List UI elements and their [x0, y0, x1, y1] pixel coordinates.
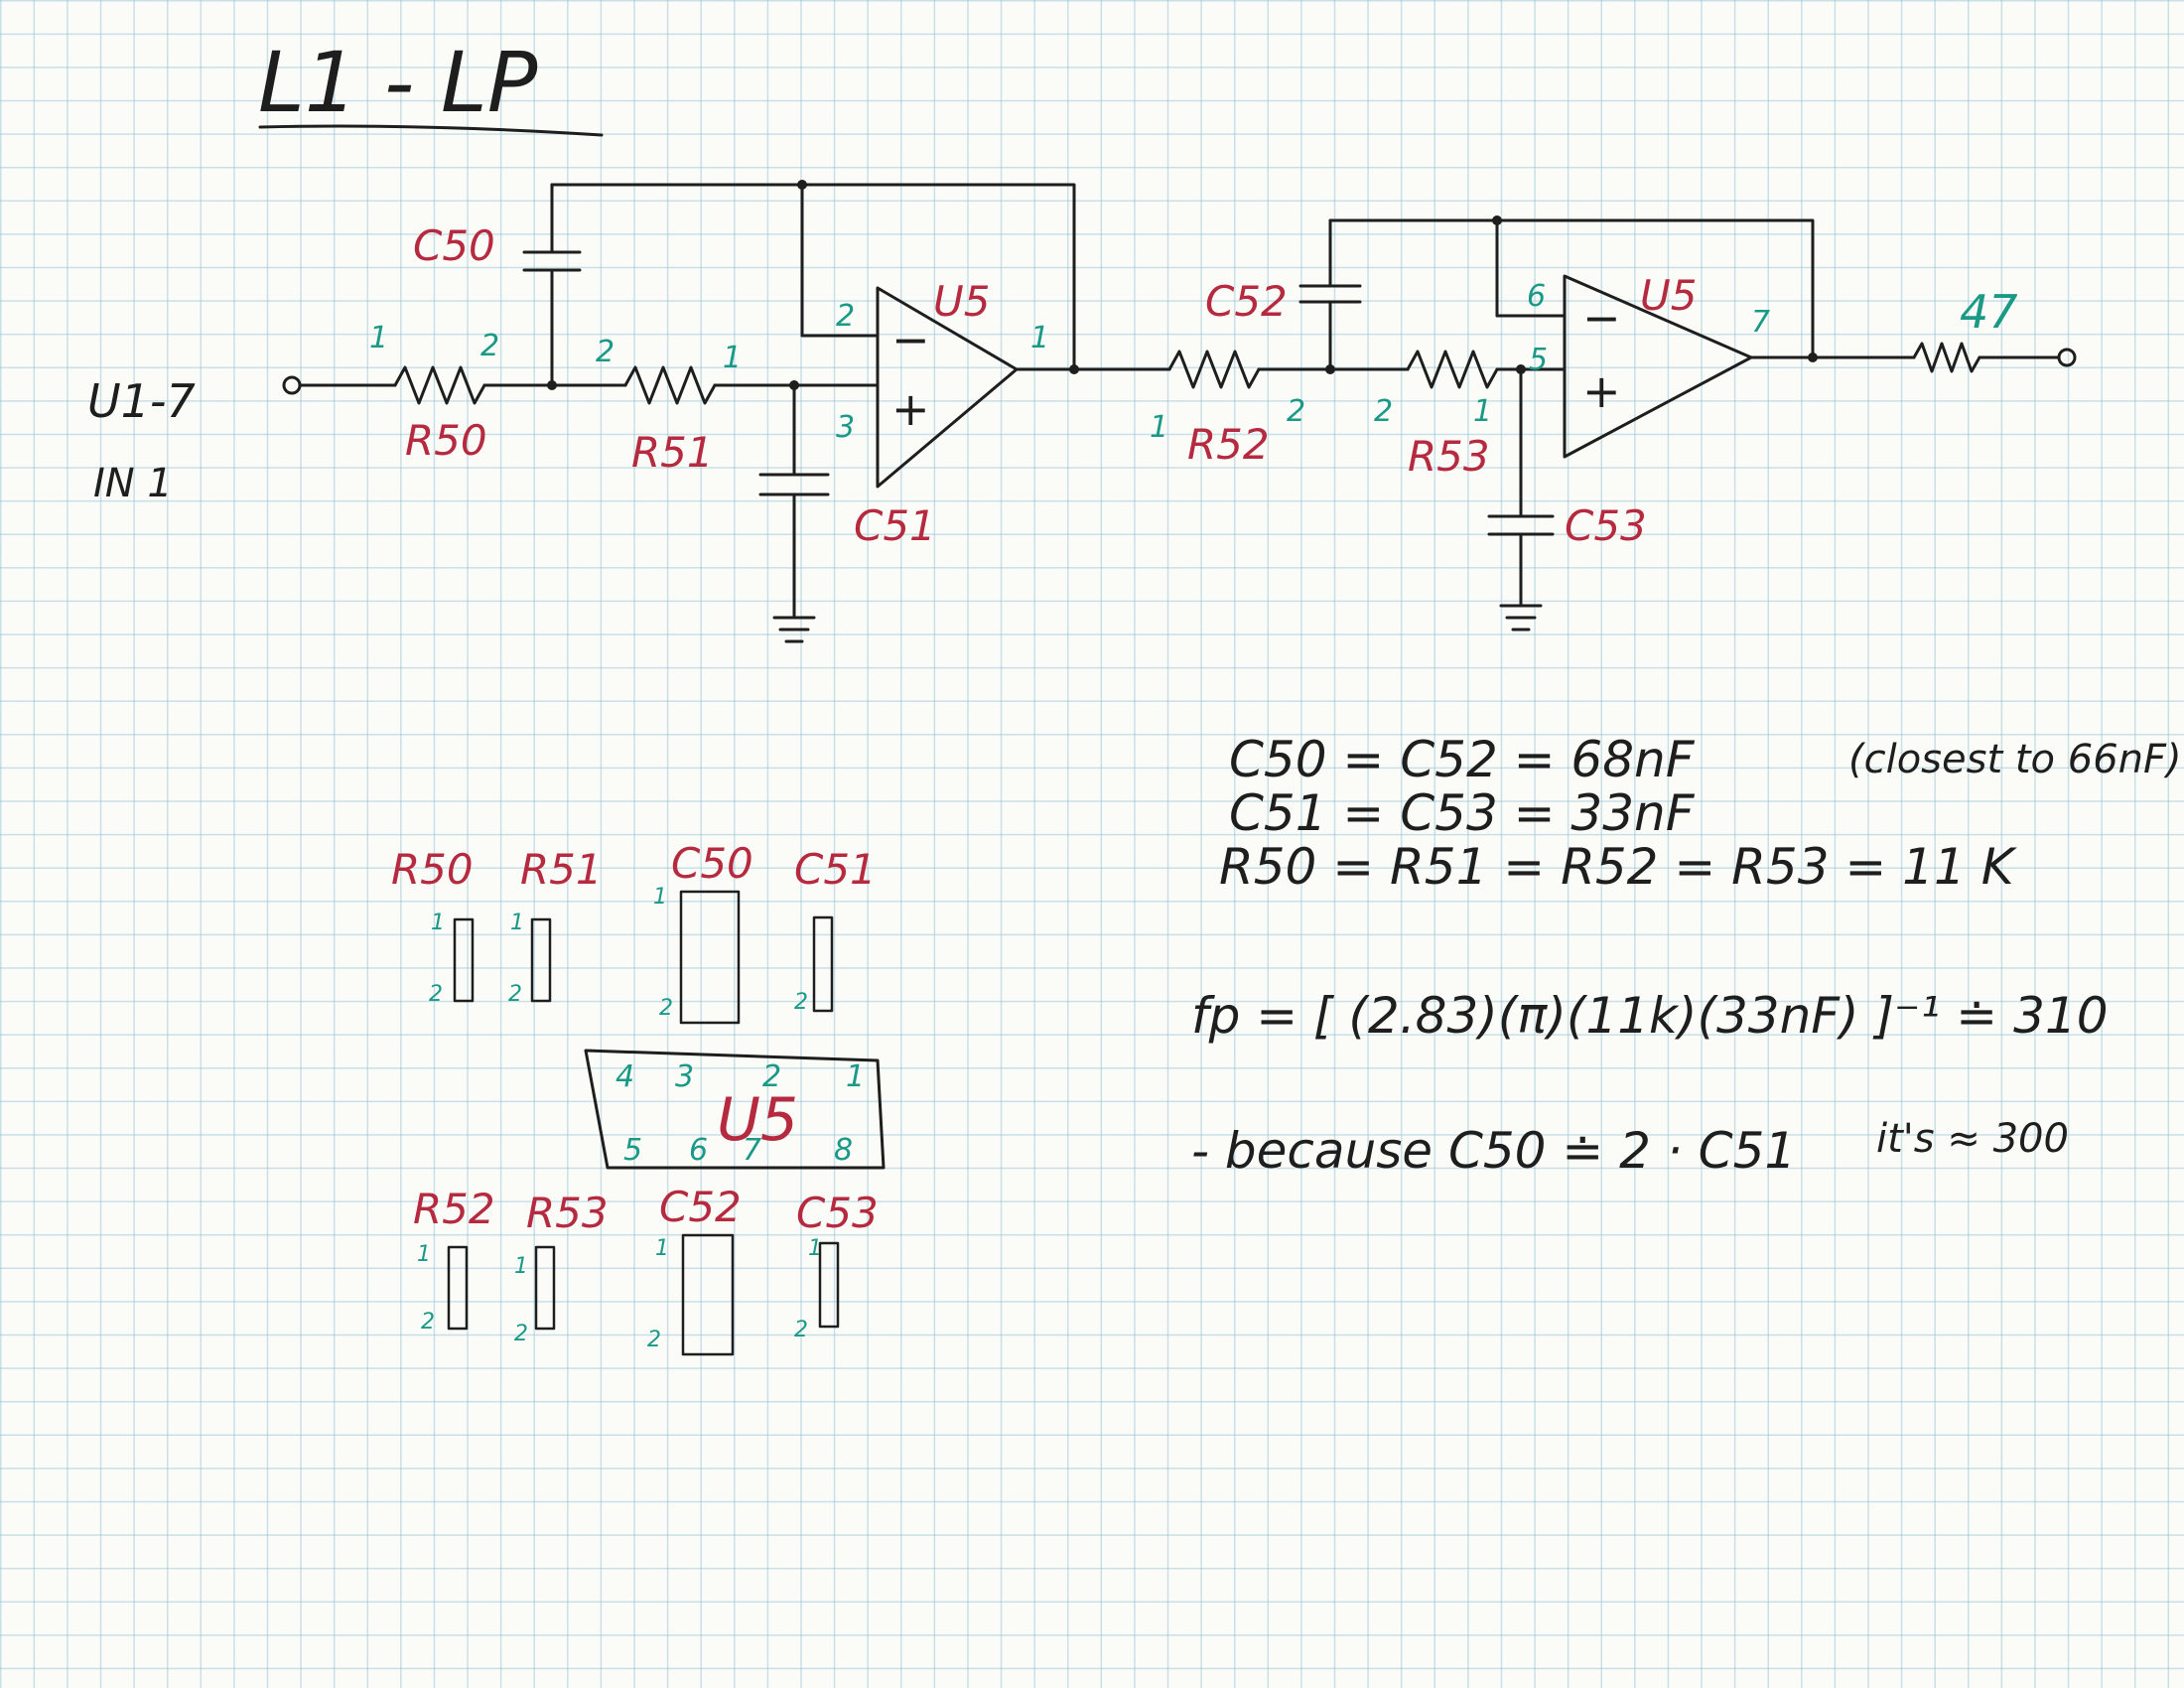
c52-label: C52 [1205, 277, 1288, 326]
ground-symbol-2 [1499, 604, 1543, 632]
fp-c53-pin2: 2 [794, 1318, 808, 1342]
c51-label: C51 [854, 501, 936, 550]
footprint-c52 [681, 1233, 735, 1356]
r52-pin-2: 2 [1287, 394, 1305, 429]
ic-pin-1: 1 [846, 1059, 865, 1094]
opamp1-minus: − [891, 313, 930, 366]
opamp2-name: U5 [1640, 271, 1697, 320]
opamp2-pin-noninv: 5 [1529, 343, 1548, 377]
fp-r53-pin2: 2 [514, 1322, 528, 1346]
fp-c50-pin1: 1 [653, 885, 667, 910]
layout-c52-label: C52 [659, 1183, 742, 1231]
r52-label: R52 [1187, 420, 1270, 469]
layout-c51-label: C51 [794, 845, 877, 894]
input-terminal [282, 375, 302, 395]
opamp1-name: U5 [933, 277, 990, 326]
resistor-r51 [623, 365, 717, 405]
r53-pin-2: 2 [1374, 394, 1393, 429]
r50-pin-2: 2 [480, 329, 499, 363]
fp-r50-pin1: 1 [431, 911, 445, 935]
fp-r51-pin1: 1 [510, 911, 524, 935]
fp-c53-pin1: 1 [808, 1236, 822, 1261]
fp-r50-pin2: 2 [429, 982, 443, 1007]
r51-pin-2: 2 [596, 335, 614, 369]
ic-name: U5 [717, 1085, 798, 1155]
fp-r52-pin1: 1 [417, 1242, 431, 1267]
output-terminal [2057, 348, 2077, 367]
resistor-r52 [1167, 350, 1261, 389]
note-line-5-aside: it's ≈ 300 [1876, 1116, 2069, 1162]
footprint-r51 [530, 917, 552, 1003]
title-underline [258, 124, 604, 137]
r51-pin-1: 1 [723, 341, 742, 375]
note-line-2: C51 = C53 = 33nF [1229, 784, 1696, 842]
fp-c50-pin2: 2 [659, 996, 673, 1021]
output-resistor [1912, 342, 1981, 373]
fp-c52-pin2: 2 [647, 1328, 661, 1352]
r50-pin-1: 1 [369, 321, 388, 355]
ic-pin-5: 5 [623, 1133, 642, 1168]
ic-pin-8: 8 [834, 1133, 853, 1168]
fp-c52-pin1: 1 [655, 1236, 669, 1261]
layout-r52-label: R52 [413, 1185, 495, 1233]
layout-c53-label: C53 [796, 1189, 879, 1237]
opamp2-pin-inv: 6 [1527, 279, 1546, 314]
opamp1-pin-inv: 2 [836, 299, 855, 334]
opamp2-plus: + [1582, 364, 1621, 418]
opamp-u5a [876, 286, 1019, 489]
layout-r50-label: R50 [391, 845, 474, 894]
ic-pin-2: 2 [762, 1059, 781, 1094]
opamp1-pin-noninv: 3 [836, 410, 855, 445]
fp-r53-pin1: 1 [514, 1254, 528, 1279]
note-line-1: C50 = C52 = 68nF [1229, 731, 1696, 788]
note-line-5: - because C50 ≐ 2 · C51 [1191, 1122, 1796, 1180]
r53-label: R53 [1408, 432, 1490, 481]
layout-c50-label: C50 [671, 839, 753, 888]
c53-label: C53 [1565, 501, 1647, 550]
feedback-wire-stage1 [550, 183, 1076, 371]
fp-r51-pin2: 2 [508, 982, 522, 1007]
page-title: L1 - LP [258, 34, 538, 131]
opamp2-minus: − [1582, 291, 1621, 345]
ic-pin-4: 4 [615, 1059, 634, 1094]
note-line-3: R50 = R51 = R52 = R53 = 11 K [1219, 838, 2018, 896]
r50-label: R50 [405, 416, 487, 465]
fp-c51-pin2: 2 [794, 990, 808, 1015]
opamp1-pin-out: 1 [1030, 321, 1049, 355]
r51-label: R51 [631, 428, 714, 477]
layout-r51-label: R51 [520, 845, 603, 894]
opamp2-pin-out: 7 [1751, 305, 1770, 340]
feedback-wire-stage2 [1328, 218, 1815, 359]
footprint-c53 [818, 1241, 840, 1329]
note-formula: fp = [ (2.83)(π)(11k)(33nF) ]⁻¹ ≐ 310 [1191, 987, 2109, 1045]
resistor-r50 [393, 365, 486, 405]
ic-pin-7: 7 [743, 1133, 761, 1168]
note-line-1-aside: (closest to 66nF) [1848, 737, 2182, 782]
output-label: 47 [1960, 285, 2018, 339]
footprint-c51 [812, 915, 834, 1013]
footprint-c50 [679, 890, 741, 1025]
ground-symbol-1 [772, 616, 816, 643]
input-label: U1-7 [87, 374, 196, 428]
input-sublabel: IN 1 [93, 461, 173, 506]
layout-r53-label: R53 [526, 1189, 609, 1237]
footprint-r52 [447, 1245, 469, 1331]
footprint-r50 [453, 917, 475, 1003]
opamp1-plus: + [891, 382, 930, 436]
c50-label: C50 [413, 221, 495, 270]
footprint-u5 [584, 1049, 886, 1170]
fp-r52-pin2: 2 [421, 1310, 435, 1335]
ic-pin-6: 6 [689, 1133, 708, 1168]
r53-pin-1: 1 [1473, 394, 1492, 429]
opamp-u5b [1563, 274, 1753, 459]
footprint-r53 [534, 1245, 556, 1331]
resistor-r53 [1406, 350, 1499, 389]
r52-pin-1: 1 [1150, 410, 1168, 445]
ic-pin-3: 3 [675, 1059, 694, 1094]
